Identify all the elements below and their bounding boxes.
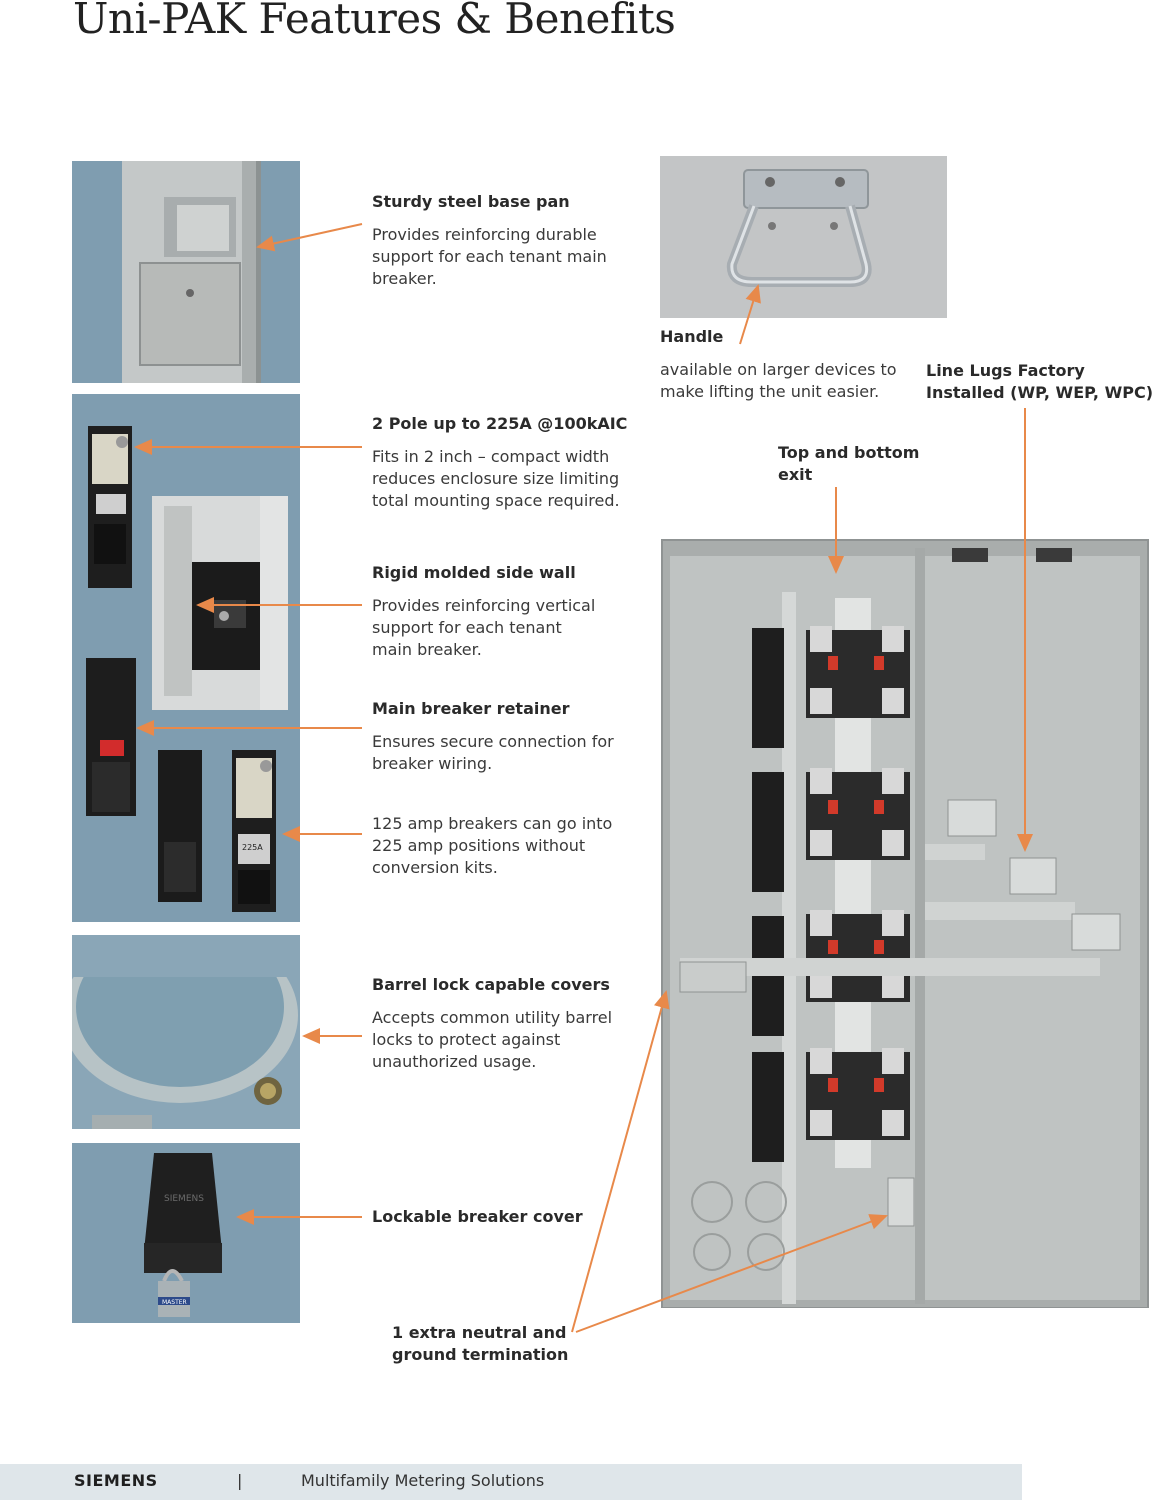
steel-base-pan-image bbox=[72, 161, 300, 383]
desc-line: breaker. bbox=[372, 269, 437, 288]
desc-line: reduces enclosure size limiting bbox=[372, 469, 620, 488]
desc-line: locks to protect against bbox=[372, 1030, 561, 1049]
feature-heading-base-pan: Sturdy steel base pan bbox=[372, 192, 570, 211]
footer-text: Multifamily Metering Solutions bbox=[301, 1471, 545, 1490]
heading-line: ground termination bbox=[392, 1345, 569, 1364]
desc-line: make lifting the unit easier. bbox=[660, 382, 880, 401]
footer-separator: | bbox=[237, 1471, 243, 1490]
handle-photo bbox=[660, 156, 947, 318]
lockable-cover-image: SIEMENS MASTER bbox=[72, 1143, 300, 1323]
footer-bar bbox=[0, 1464, 1022, 1500]
feature-heading-retainer: Main breaker retainer bbox=[372, 699, 570, 718]
enclosure-photo bbox=[660, 538, 1150, 1309]
feature-heading-barrel-lock: Barrel lock capable covers bbox=[372, 975, 610, 994]
barrel-lock-photo bbox=[72, 935, 300, 1129]
desc-line: support for each tenant main bbox=[372, 247, 607, 266]
desc-line: main breaker. bbox=[372, 640, 482, 659]
breakers-image: 225A bbox=[72, 394, 300, 922]
desc-line: unauthorized usage. bbox=[372, 1052, 537, 1071]
lockable-cover-photo: SIEMENS MASTER bbox=[72, 1143, 300, 1323]
feature-desc-retainer: Ensures secure connection for breaker wi… bbox=[372, 731, 614, 775]
desc-line: 125 amp breakers can go into bbox=[372, 814, 613, 833]
feature-heading-lockable-cover: Lockable breaker cover bbox=[372, 1207, 583, 1226]
feature-heading-handle: Handle bbox=[660, 327, 724, 346]
barrel-lock-image bbox=[72, 935, 300, 1129]
feature-desc-125amp: 125 amp breakers can go into 225 amp pos… bbox=[372, 813, 612, 879]
feature-desc-two-pole: Fits in 2 inch – compact width reduces e… bbox=[372, 446, 620, 512]
desc-line: conversion kits. bbox=[372, 858, 498, 877]
heading-line: Top and bottom bbox=[778, 443, 920, 462]
feature-desc-side-wall: Provides reinforcing vertical support fo… bbox=[372, 595, 595, 661]
desc-line: Provides reinforcing vertical bbox=[372, 596, 596, 615]
feature-heading-top-bottom: Top and bottom exit bbox=[778, 442, 919, 486]
breaker-rating-label: 225A bbox=[242, 843, 263, 852]
cover-brand-label: SIEMENS bbox=[164, 1194, 204, 1204]
desc-line: Accepts common utility barrel bbox=[372, 1008, 613, 1027]
feature-heading-two-pole: 2 Pole up to 225A @100kAIC bbox=[372, 414, 628, 433]
steel-base-pan-photo bbox=[72, 161, 300, 383]
breakers-photo: 225A bbox=[72, 394, 300, 922]
heading-line: 1 extra neutral and bbox=[392, 1323, 567, 1342]
enclosure-image bbox=[660, 538, 1150, 1309]
feature-desc-base-pan: Provides reinforcing durable support for… bbox=[372, 224, 607, 290]
desc-line: 225 amp positions without bbox=[372, 836, 586, 855]
lock-brand-label: MASTER bbox=[162, 1299, 187, 1306]
heading-line: Installed (WP, WEP, WPC) bbox=[926, 383, 1153, 402]
handle-image bbox=[660, 156, 947, 318]
feature-heading-line-lugs: Line Lugs Factory Installed (WP, WEP, WP… bbox=[926, 360, 1153, 404]
desc-line: Fits in 2 inch – compact width bbox=[372, 447, 610, 466]
desc-line: available on larger devices to bbox=[660, 360, 897, 379]
footer-logo: SIEMENS bbox=[74, 1471, 158, 1490]
heading-line: Line Lugs Factory bbox=[926, 361, 1085, 380]
desc-line: breaker wiring. bbox=[372, 754, 493, 773]
desc-line: support for each tenant bbox=[372, 618, 562, 637]
feature-heading-neutral: 1 extra neutral and ground termination bbox=[392, 1322, 568, 1366]
desc-line: Ensures secure connection for bbox=[372, 732, 614, 751]
feature-desc-handle: available on larger devices to make lift… bbox=[660, 359, 897, 403]
feature-heading-side-wall: Rigid molded side wall bbox=[372, 563, 576, 582]
feature-desc-barrel-lock: Accepts common utility barrel locks to p… bbox=[372, 1007, 612, 1073]
heading-line: exit bbox=[778, 465, 813, 484]
desc-line: total mounting space required. bbox=[372, 491, 620, 510]
page-title: Uni-PAK Features & Benefits bbox=[73, 0, 676, 43]
desc-line: Provides reinforcing durable bbox=[372, 225, 597, 244]
